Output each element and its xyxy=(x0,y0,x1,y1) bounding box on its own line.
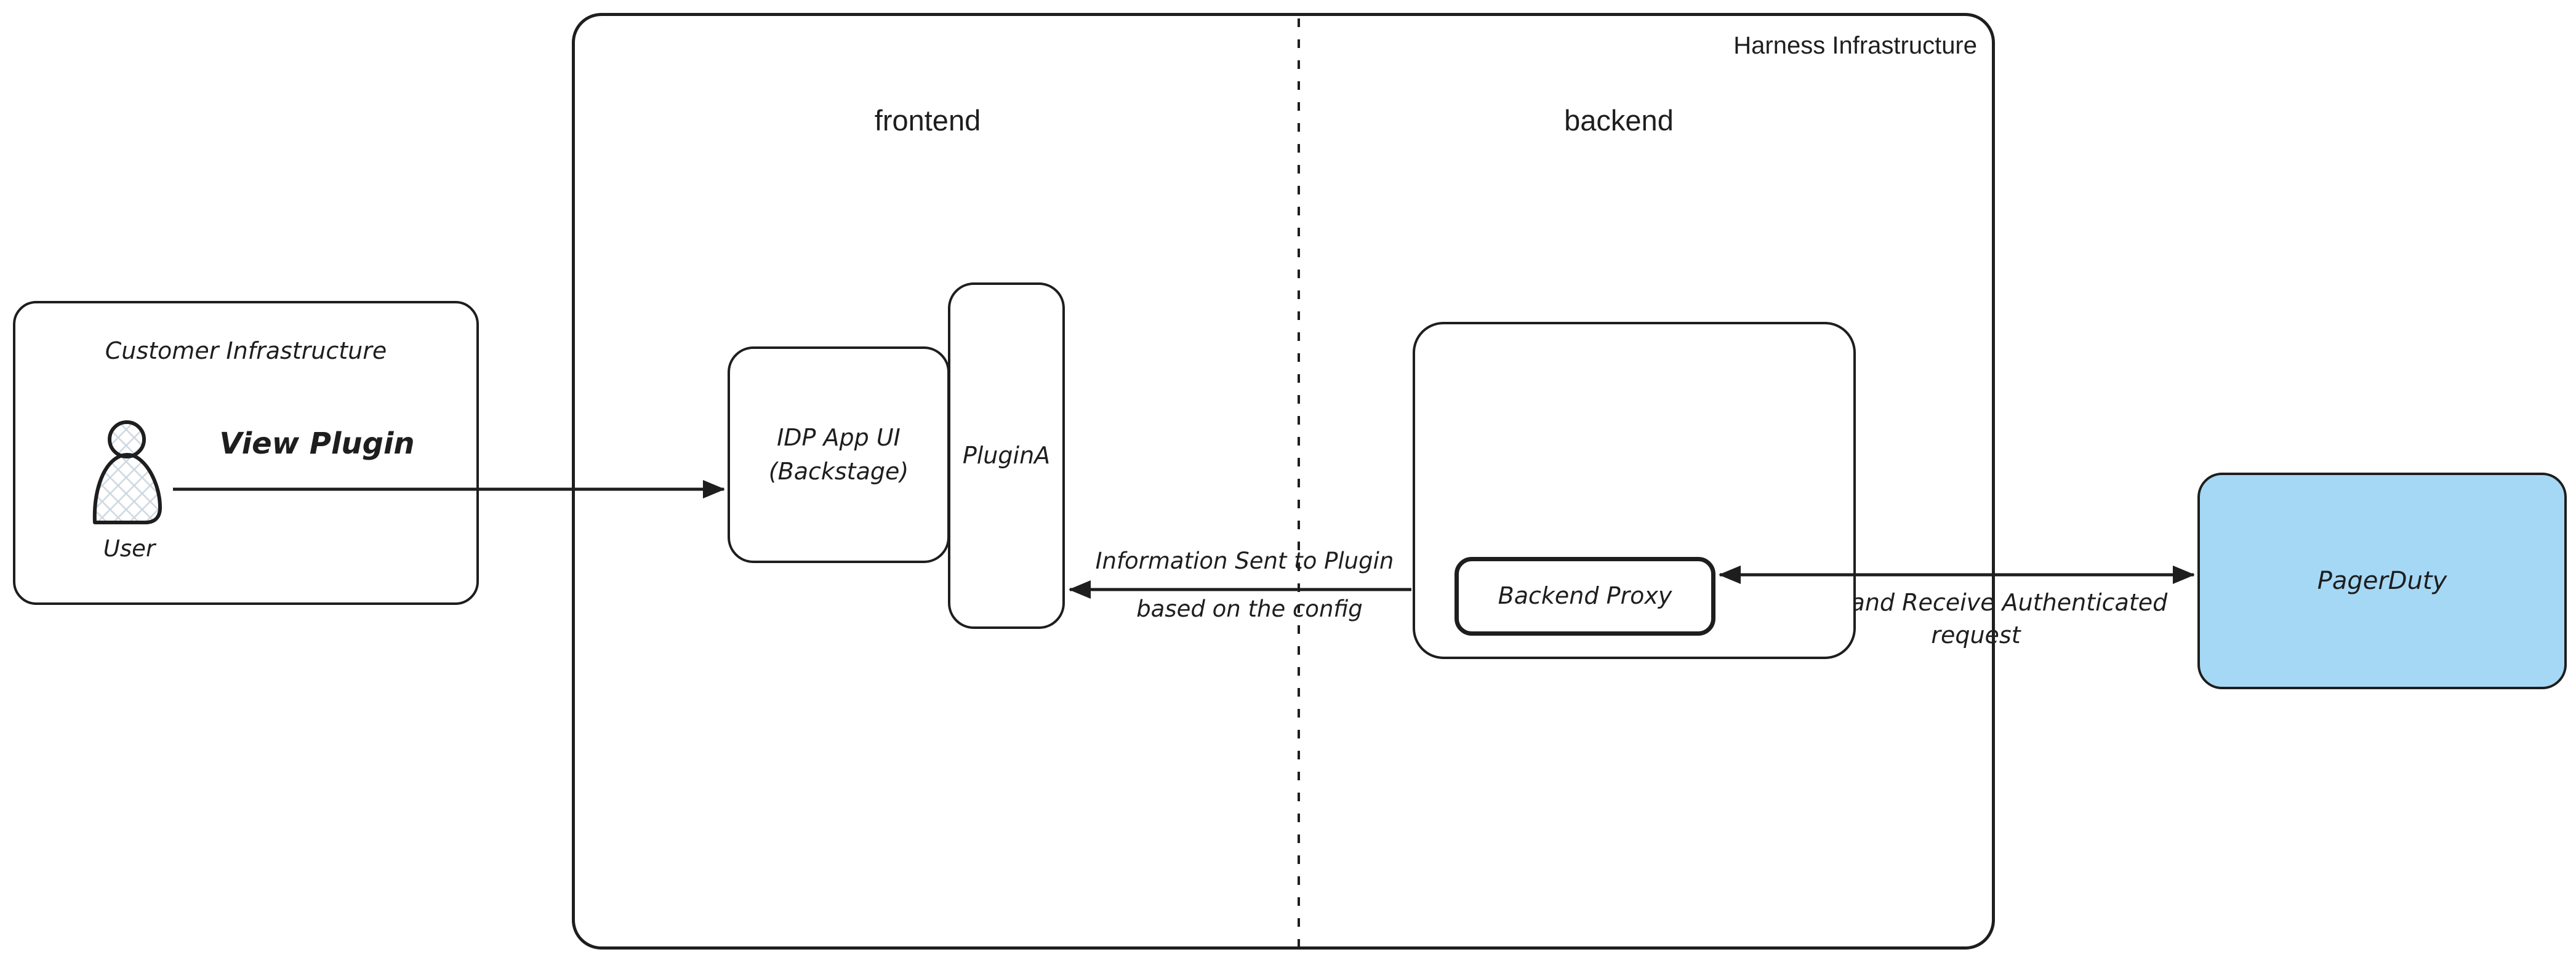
customer-infrastructure-title: Customer Infrastructure xyxy=(105,337,387,364)
backend-proxy-label: Backend Proxy xyxy=(1498,582,1672,610)
authenticated-request-edge-label-line2: request xyxy=(1931,622,2021,649)
plugin-a-node: PluginA xyxy=(948,282,1065,629)
pagerduty-node: PagerDuty xyxy=(2197,473,2567,689)
customer-infrastructure-box xyxy=(13,301,479,605)
idp-app-ui-node: IDP App UI (Backstage) xyxy=(728,346,950,563)
backend-proxy-node: Backend Proxy xyxy=(1455,557,1715,636)
frontend-region-label: frontend xyxy=(874,104,981,137)
idp-app-ui-label: IDP App UI (Backstage) xyxy=(768,423,909,485)
info-to-plugin-edge-label-line2: based on the config xyxy=(1136,596,1363,622)
user-label: User xyxy=(103,535,156,562)
backend-region-label: backend xyxy=(1564,104,1674,137)
view-plugin-edge-label: View Plugin xyxy=(219,426,415,461)
user-icon xyxy=(92,420,162,524)
pagerduty-label: PagerDuty xyxy=(2317,567,2447,595)
plugin-a-label: PluginA xyxy=(962,441,1051,469)
harness-infrastructure-title: Harness Infrastructure xyxy=(1733,32,1977,59)
info-to-plugin-edge-label-line1: Information Sent to Plugin xyxy=(1095,548,1394,574)
